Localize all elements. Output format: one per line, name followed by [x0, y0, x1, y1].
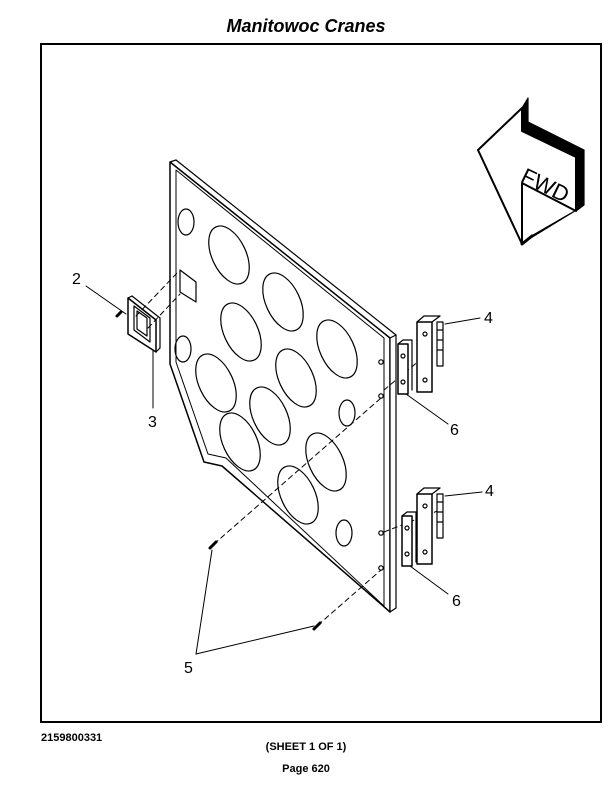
callout-3: 3 — [148, 414, 157, 431]
callout-4-top: 4 — [484, 310, 493, 327]
drawing-frame — [40, 43, 602, 723]
callout-2: 2 — [72, 271, 81, 288]
plate-top-part-6 — [397, 339, 413, 395]
plate-bottom-part-6 — [401, 511, 417, 567]
page-title: Manitowoc Cranes — [226, 16, 386, 36]
callout-5: 5 — [184, 660, 193, 677]
sheet-indicator: (SHEET 1 OF 1) — [265, 741, 347, 753]
callout-4-bottom: 4 — [485, 483, 494, 500]
door-panel — [169, 159, 397, 613]
parts-diagram: FWD 2 3 4 6 4 6 5 — [72, 97, 585, 677]
callout-leaders — [85, 285, 483, 655]
document-number: 2159800331 — [41, 732, 103, 744]
hinge-top-part-4 — [416, 315, 444, 393]
page-number: Page 620 — [282, 763, 330, 775]
forward-arrow-icon — [477, 97, 585, 246]
hinge-bottom-part-4 — [416, 487, 444, 565]
callout-6-bottom: 6 — [452, 593, 461, 610]
bracket-part-3 — [127, 295, 161, 353]
callout-6-top: 6 — [450, 422, 459, 439]
bolt-part-5 — [115, 310, 322, 631]
